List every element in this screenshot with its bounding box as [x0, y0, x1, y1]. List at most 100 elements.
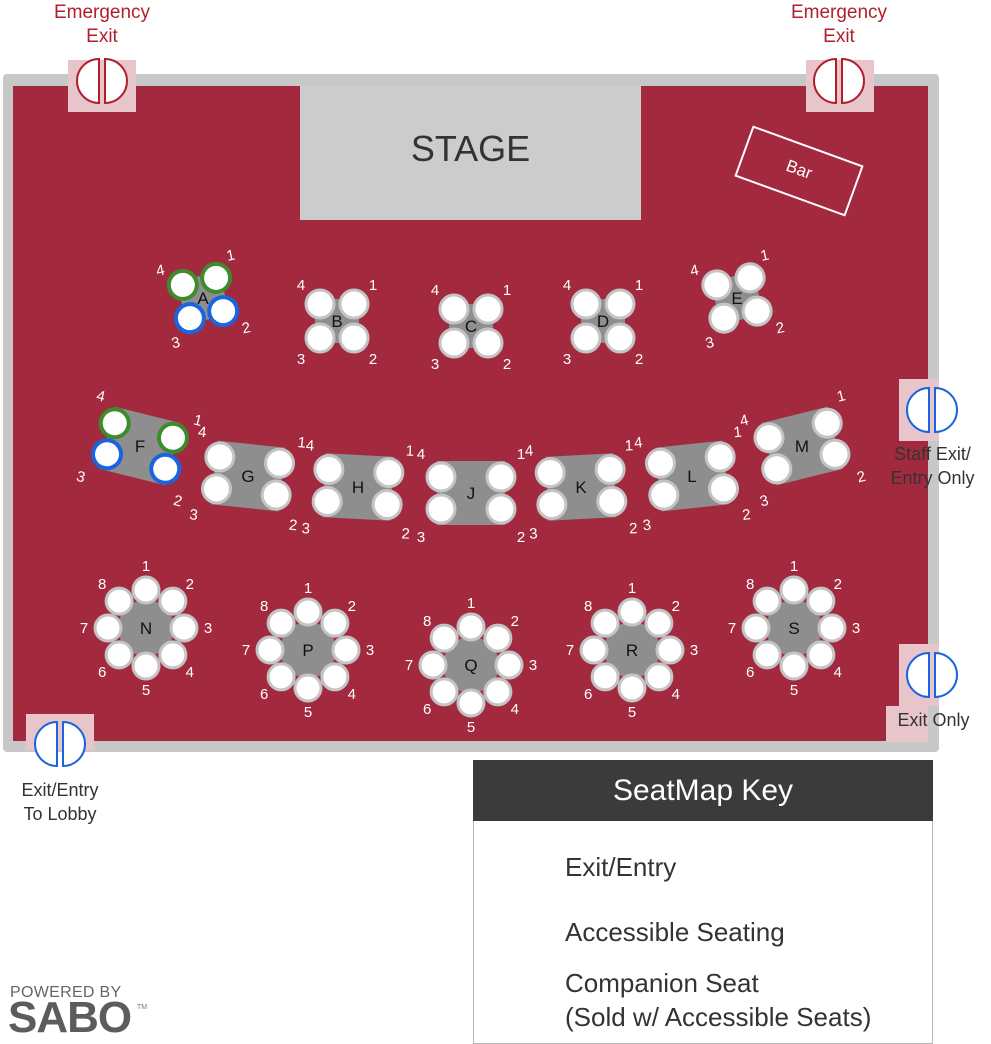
- seat-m-4[interactable]: [752, 421, 786, 455]
- seat-s-8[interactable]: [752, 586, 782, 616]
- seat-n-3[interactable]: [169, 613, 199, 643]
- seat-s-3[interactable]: [817, 613, 847, 643]
- seat-q-2[interactable]: [483, 623, 513, 653]
- seat-a-3[interactable]: [173, 302, 206, 335]
- seat-h-2[interactable]: [371, 489, 403, 521]
- seat-s-6[interactable]: [752, 640, 782, 670]
- seat-p-5[interactable]: [293, 673, 323, 703]
- seat-d-4[interactable]: [570, 288, 602, 320]
- seat-k-1[interactable]: [594, 453, 626, 485]
- seat-q-8[interactable]: [429, 623, 459, 653]
- seat-m-2[interactable]: [818, 437, 852, 471]
- seat-f-1[interactable]: [156, 421, 190, 455]
- seat-g-2[interactable]: [260, 479, 292, 511]
- seat-r-7[interactable]: [579, 635, 609, 665]
- seat-j-3[interactable]: [425, 493, 457, 525]
- seat-d-1[interactable]: [604, 288, 636, 320]
- seat-s-7[interactable]: [741, 613, 771, 643]
- seat-a-1[interactable]: [199, 261, 233, 294]
- seat-h-1[interactable]: [373, 457, 405, 489]
- seat-f-3[interactable]: [90, 437, 124, 471]
- seat-l-2[interactable]: [708, 473, 740, 505]
- seat-p-2[interactable]: [320, 608, 350, 638]
- seat-number: 5: [467, 719, 475, 736]
- seat-n-5[interactable]: [131, 651, 161, 681]
- seat-p-4[interactable]: [320, 662, 350, 692]
- seat-c-3[interactable]: [438, 327, 470, 359]
- seat-n-6[interactable]: [104, 640, 134, 670]
- seat-k-4[interactable]: [534, 457, 566, 489]
- seat-l-1[interactable]: [704, 441, 736, 473]
- seat-a-4[interactable]: [166, 268, 199, 301]
- seat-number: 1: [225, 247, 237, 265]
- seat-e-1[interactable]: [733, 261, 766, 294]
- seat-s-2[interactable]: [806, 586, 836, 616]
- seat-g-4[interactable]: [204, 441, 236, 473]
- seat-r-1[interactable]: [617, 597, 647, 627]
- table-label: H: [352, 478, 364, 497]
- seat-number: 3: [642, 517, 652, 535]
- seat-q-4[interactable]: [483, 677, 513, 707]
- seat-j-1[interactable]: [485, 461, 517, 493]
- seat-number: 3: [189, 506, 199, 524]
- seat-c-1[interactable]: [472, 293, 504, 325]
- seat-e-3[interactable]: [707, 302, 740, 335]
- seat-q-3[interactable]: [494, 650, 524, 680]
- seat-number: 2: [635, 351, 643, 368]
- seat-r-5[interactable]: [617, 673, 647, 703]
- seat-s-1[interactable]: [779, 575, 809, 605]
- seat-n-1[interactable]: [131, 575, 161, 605]
- seat-j-2[interactable]: [485, 493, 517, 525]
- seat-b-1[interactable]: [338, 288, 370, 320]
- seat-j-4[interactable]: [425, 461, 457, 493]
- seat-c-4[interactable]: [438, 293, 470, 325]
- seat-number: 4: [95, 387, 107, 406]
- seat-r-3[interactable]: [655, 635, 685, 665]
- seat-b-2[interactable]: [338, 322, 370, 354]
- seat-f-4[interactable]: [98, 406, 132, 440]
- seat-number: 1: [635, 277, 643, 294]
- seat-l-4[interactable]: [644, 447, 676, 479]
- seat-b-4[interactable]: [304, 288, 336, 320]
- seat-r-4[interactable]: [644, 662, 674, 692]
- seat-l-3[interactable]: [648, 479, 680, 511]
- seat-number: 2: [172, 492, 184, 511]
- seat-p-1[interactable]: [293, 597, 323, 627]
- seat-s-5[interactable]: [779, 651, 809, 681]
- seat-number: 6: [260, 686, 268, 703]
- seat-h-3[interactable]: [311, 485, 343, 517]
- seat-m-1[interactable]: [810, 406, 844, 440]
- seat-s-4[interactable]: [806, 640, 836, 670]
- seat-r-2[interactable]: [644, 608, 674, 638]
- seat-number: 3: [75, 468, 87, 487]
- seat-p-7[interactable]: [255, 635, 285, 665]
- exit-door-icon: [906, 651, 958, 699]
- seat-n-8[interactable]: [104, 586, 134, 616]
- seat-g-1[interactable]: [264, 447, 296, 479]
- seat-n-7[interactable]: [93, 613, 123, 643]
- seat-q-1[interactable]: [456, 612, 486, 642]
- seat-q-6[interactable]: [429, 677, 459, 707]
- seat-r-6[interactable]: [590, 662, 620, 692]
- seat-p-3[interactable]: [331, 635, 361, 665]
- seat-a-2[interactable]: [207, 294, 240, 328]
- seat-b-3[interactable]: [304, 322, 336, 354]
- seat-m-3[interactable]: [760, 452, 794, 486]
- seat-q-7[interactable]: [418, 650, 448, 680]
- seat-h-4[interactable]: [313, 453, 345, 485]
- seat-k-3[interactable]: [536, 489, 568, 521]
- seat-f-2[interactable]: [148, 452, 182, 486]
- seat-k-2[interactable]: [596, 485, 628, 517]
- seat-g-3[interactable]: [200, 473, 232, 505]
- seat-e-4[interactable]: [700, 268, 733, 301]
- seat-q-5[interactable]: [456, 688, 486, 718]
- seat-r-8[interactable]: [590, 608, 620, 638]
- seat-d-3[interactable]: [570, 322, 602, 354]
- seat-e-2[interactable]: [741, 294, 774, 327]
- seat-n-2[interactable]: [158, 586, 188, 616]
- seat-n-4[interactable]: [158, 640, 188, 670]
- seat-p-6[interactable]: [266, 662, 296, 692]
- seat-d-2[interactable]: [604, 322, 636, 354]
- seat-p-8[interactable]: [266, 608, 296, 638]
- seat-c-2[interactable]: [472, 327, 504, 359]
